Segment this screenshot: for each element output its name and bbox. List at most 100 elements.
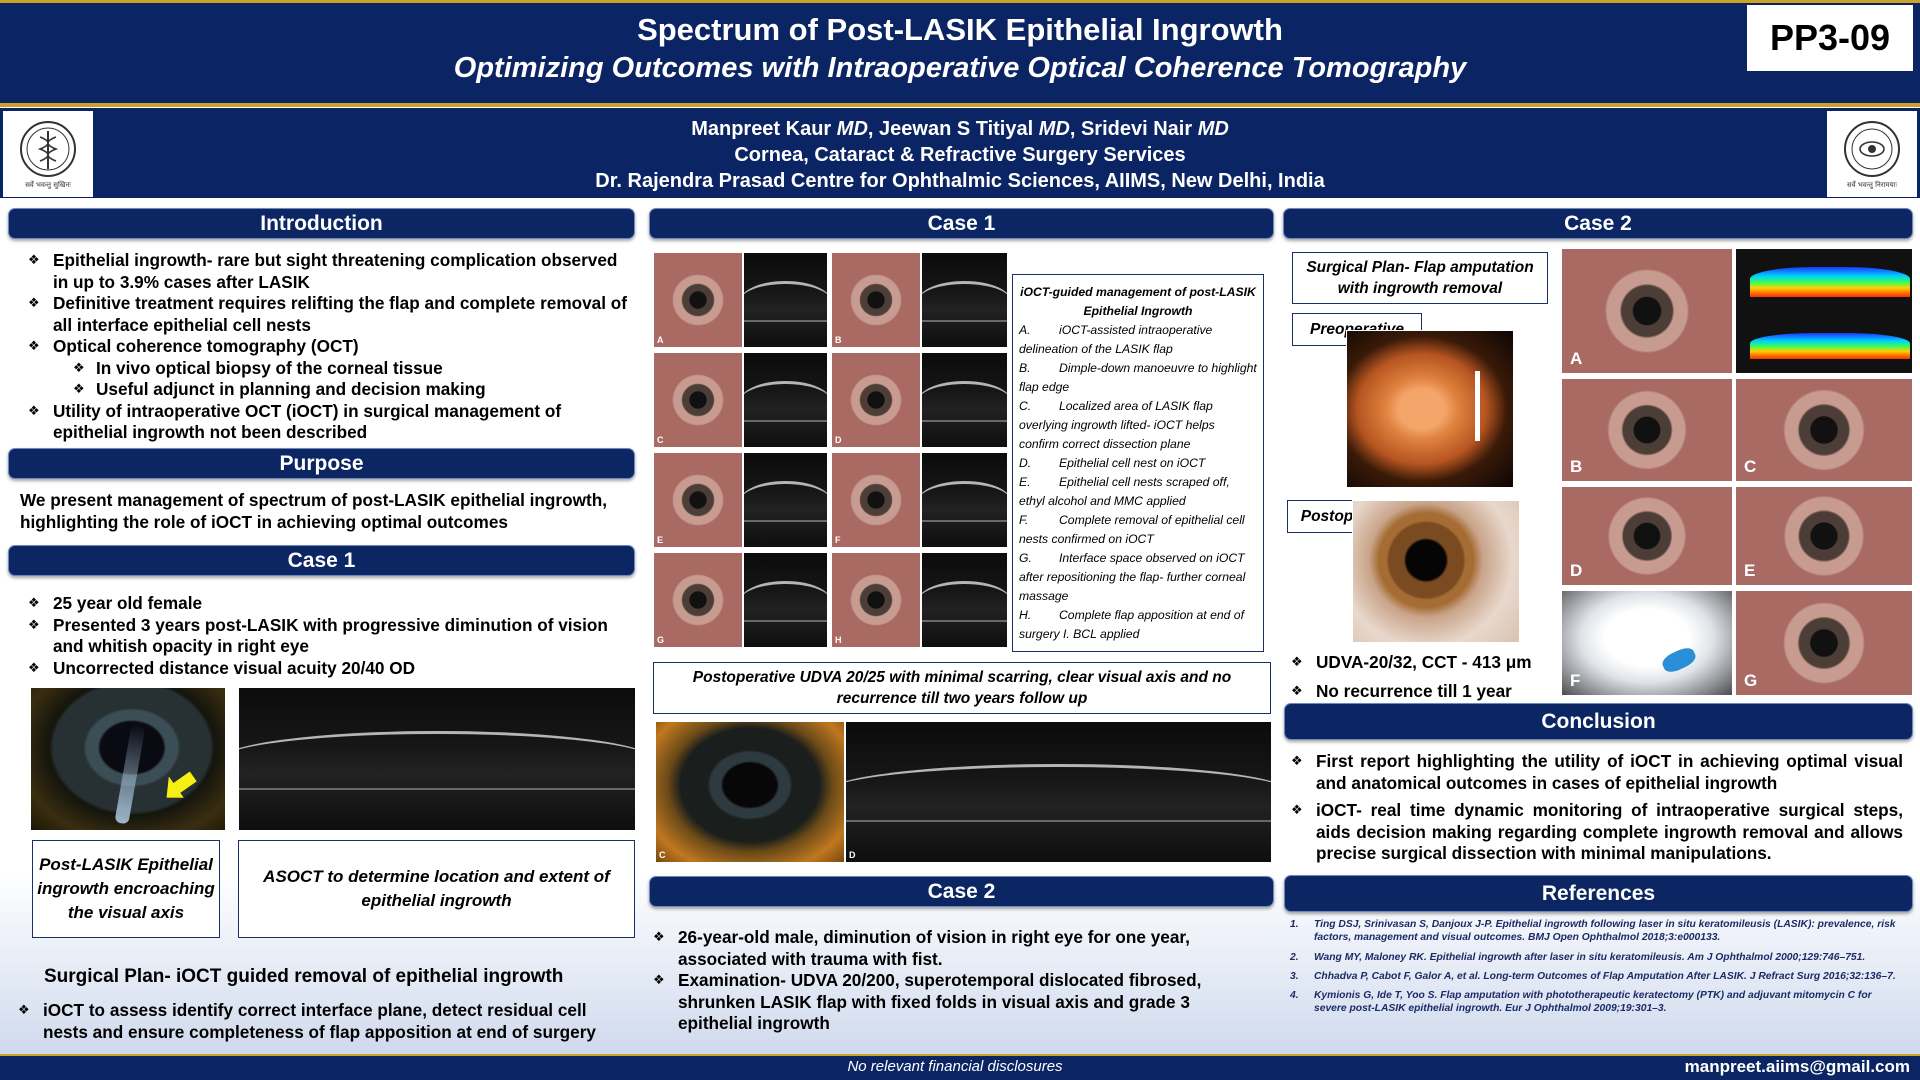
reference-item: 2. Wang MY, Maloney RK. Epithelial ingrow… [1290,951,1900,964]
author-1-degree: MD [836,118,868,140]
title-banner [0,0,1920,107]
legend-key: A. [1019,323,1031,337]
ioct-panel-e-photo: E [653,452,743,548]
financial-disclosure: No relevant financial disclosures [847,1058,1063,1075]
case2-panel-g-photo: G [1735,590,1913,696]
ioct-panel-grid: A B C D E F G H [653,250,1008,650]
reference-item: 4.Kymionis G, Ide T, Yoo S. Flap amputat… [1290,989,1900,1016]
legend-title: iOCT-guided management of post-LASIK Epi… [1020,285,1256,318]
reference-number: 3. [1290,970,1299,982]
case2-panel-grid: A B C D E F G [1561,248,1913,696]
caption-text: ASOCT to determine location and extent o… [263,867,610,910]
case1-mid-heading: Case 1 [649,208,1274,239]
case2-panel-c-photo: C [1735,378,1913,482]
ioct-legend-box: iOCT-guided management of post-LASIK Epi… [1012,274,1264,652]
list-item: Examination- UDVA 20/200, superotemporal… [653,970,1243,1035]
author-1-name: Manpreet Kaur [691,118,832,140]
case2-preop-photo [1346,330,1514,488]
purpose-text: We present management of spectrum of pos… [20,490,607,532]
footer-bar [0,1054,1920,1080]
reference-text: Kymionis G, Ide T, Yoo S. Flap amputatio… [1314,990,1872,1015]
logo-left-motto: सर्वे भवन्तु सुखिनः [25,180,71,189]
list-item: iOCT to assess identify correct interfac… [18,1000,628,1043]
list-item: Utility of intraoperative OCT (iOCT) in … [28,401,628,444]
rpc-logo-icon [1844,120,1900,177]
case1-postop-oct: D [845,721,1272,863]
legend-key: B. [1019,361,1031,375]
panel-label: A [657,335,664,345]
reference-text: Wang MY, Maloney RK. Epithelial ingrowth… [1314,951,1866,963]
institution: Dr. Rajendra Prasad Centre for Ophthalmi… [595,170,1325,192]
caption-asoct: ASOCT to determine location and extent o… [238,840,635,938]
ioct-panel-c-scan [743,352,828,448]
ioct-panel-c-photo: C [653,352,743,448]
author-banner [0,108,1920,198]
case1-left-list: 25 year old female Presented 3 years pos… [28,593,628,679]
asoct-scan-case1 [238,687,636,831]
author-sep: , [1069,118,1081,140]
blue-sponge [1659,644,1699,676]
contact-email[interactable]: manpreet.aiims@gmail.com [1684,1057,1910,1076]
legend-value: Complete flap apposition at end of surge… [1019,608,1244,641]
arrow-icon [166,771,197,798]
author-sep: , [867,118,880,140]
list-item: Definitive treatment requires relifting … [28,293,628,336]
panel-label: C [1744,457,1757,476]
author-3-degree: MD [1197,118,1229,140]
introduction-list: Epithelial ingrowth- rare but sight thre… [28,250,628,444]
legend-item: H.Complete flap apposition at end of sur… [1019,606,1257,644]
author-2-name: Jeewan S Titiyal [879,118,1034,140]
reference-text: Chhadva P, Cabot F, Galor A, et al. Long… [1314,970,1896,982]
legend-item: E.Epithelial cell nests scraped off, eth… [1019,473,1257,511]
legend-item: A.iOCT-assisted intraoperative delineati… [1019,321,1257,359]
caption-epithelial-ingrowth: Post-LASIK Epithelial ingrowth encroachi… [32,840,220,938]
legend-value: Epithelial cell nests scraped off, ethyl… [1019,475,1230,508]
case2-mid-heading: Case 2 [649,876,1274,907]
panel-label: D [1570,561,1583,580]
list-item: iOCT- real time dynamic monitoring of in… [1291,800,1903,865]
panel-label: C [659,850,666,860]
caption-text: Surgical Plan- Flap amputation with ingr… [1306,259,1534,297]
reference-number: 1. [1290,919,1299,930]
panel-label: A [1570,349,1583,368]
case1-postop-caption: Postoperative UDVA 20/25 with minimal sc… [653,662,1271,714]
ioct-panel-h-photo: H [831,552,921,648]
legend-item: G.Interface space observed on iOCT after… [1019,549,1257,606]
case2-right-heading: Case 2 [1283,208,1913,239]
introduction-heading: Introduction [8,208,635,239]
case1-postop-photo: C [655,721,845,863]
legend-key: H. [1019,608,1032,622]
legend-value: Localized area of LASIK flap overlying i… [1019,399,1215,451]
author-2-degree: MD [1038,118,1070,140]
poster-code: PP3-09 [1769,17,1891,58]
ioct-panel-a-photo: A [653,252,743,348]
department: Cornea, Cataract & Refractive Surgery Se… [734,144,1186,166]
legend-value: Dimple-down manoeuvre to highlight flap … [1019,361,1257,394]
reference-item: 3. Chhadva P, Cabot F, Galor A, et al. Lo… [1290,970,1900,983]
panel-label: B [1570,457,1583,476]
list-item: Uncorrected distance visual acuity 20/40… [28,658,628,680]
legend-value: Interface space observed on iOCT after r… [1019,551,1246,603]
legend-key: C. [1019,399,1032,413]
caption-text: Post-LASIK Epithelial ingrowth encroachi… [37,855,215,922]
ioct-panel-g-scan [743,552,828,648]
conclusion-heading: Conclusion [1284,703,1913,740]
case2-panel-f-photo: F [1561,590,1733,696]
slit-beam [1475,371,1480,441]
legend-value: Complete removal of epithelial cell nest… [1019,513,1245,546]
reference-number: 2. [1290,951,1299,963]
ingrowth-opacity [114,723,146,825]
case2-panel-e-photo: E [1735,486,1913,586]
legend-value: Epithelial cell nest on iOCT [1059,456,1206,470]
case2-panel-a-photo: A [1561,248,1733,374]
ioct-panel-g-photo: G [653,552,743,648]
panel-label: H [835,635,842,645]
case2-panel-a-oct [1735,248,1913,374]
list-item: First report highlighting the utility of… [1291,751,1903,794]
poster-code-box: PP3-09 [1745,3,1915,73]
legend-item: D.Epithelial cell nest on iOCT [1019,454,1257,473]
ioct-panel-e-scan [743,452,828,548]
legend-item: C.Localized area of LASIK flap overlying… [1019,397,1257,454]
reference-item: 1.Ting DSJ, Srinivasan S, Danjoux J-P. E… [1290,918,1900,945]
case1-left-heading: Case 1 [8,545,635,576]
